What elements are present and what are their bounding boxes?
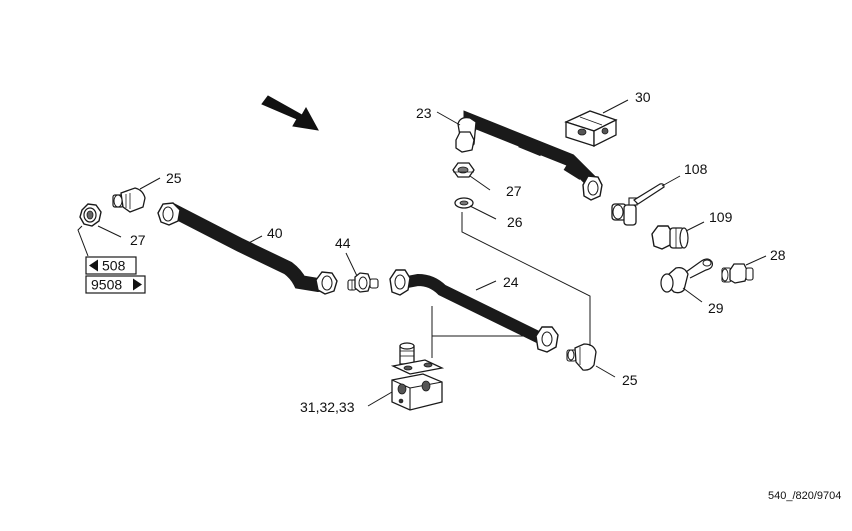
serial-upto-label: 508: [102, 258, 126, 274]
adapter-part-109: [651, 225, 689, 250]
callout-25-right: 25: [622, 372, 638, 388]
serial-range-from: 9508: [85, 275, 146, 294]
callout-29: 29: [708, 300, 724, 316]
callout-27-left: 27: [130, 232, 146, 248]
triangle-right-icon: [133, 278, 142, 291]
fitting-part-28: [721, 263, 754, 284]
callout-labels: 25 27 40 44 23 27 26 30 108 109 28 29 24…: [130, 89, 786, 415]
pipe-part-24: [389, 269, 559, 353]
elbow-part-25-left: [112, 187, 146, 213]
callout-26: 26: [507, 214, 523, 230]
triangle-left-icon: [89, 259, 98, 272]
nut-part-27-mid: [452, 162, 475, 178]
callout-28: 28: [770, 247, 786, 263]
serial-from-label: 9508: [91, 277, 122, 293]
callout-44: 44: [335, 235, 351, 251]
washer-part-26: [454, 197, 474, 209]
leader-lines: [77, 99, 767, 407]
callout-31-32-33: 31,32,33: [300, 399, 355, 415]
direction-arrow-icon: [261, 95, 319, 131]
callout-108: 108: [684, 161, 708, 177]
union-part-44: [347, 272, 379, 293]
callout-40: 40: [267, 225, 283, 241]
clamp-block-part-30: [564, 110, 618, 148]
callout-23: 23: [416, 105, 432, 121]
ball-valve-part-108: [611, 183, 665, 226]
hose-part-23: [455, 110, 603, 201]
callout-109: 109: [709, 209, 733, 225]
callout-27-mid: 27: [506, 183, 522, 199]
nut-part-27-left: [79, 203, 102, 227]
elbow-part-25-right: [566, 343, 597, 371]
clamp-part-31-32-33: [390, 342, 445, 411]
callout-25-left: 25: [166, 170, 182, 186]
dust-cap-part-29: [660, 258, 713, 294]
callout-24: 24: [503, 274, 519, 290]
hose-part-40: [157, 202, 338, 295]
callout-30: 30: [635, 89, 651, 105]
serial-range-upto: 508: [85, 256, 137, 275]
drawing-reference: 540_/820/9704: [768, 490, 841, 502]
